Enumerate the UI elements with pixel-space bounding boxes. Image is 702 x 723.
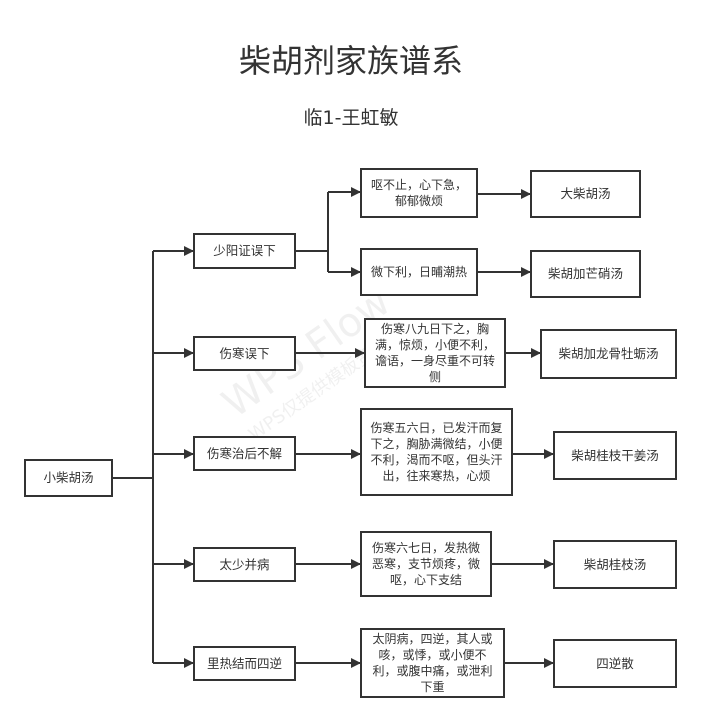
branch-node: 伤寒治后不解 bbox=[193, 436, 296, 471]
formula-node: 柴胡加芒硝汤 bbox=[530, 250, 641, 298]
formula-node: 四逆散 bbox=[553, 639, 677, 688]
branch-node: 太少并病 bbox=[193, 547, 296, 582]
diagram-subtitle: 临1-王虹敏 bbox=[303, 107, 399, 129]
root-node: 小柴胡汤 bbox=[24, 459, 113, 497]
condition-node: 呕不止，心下急，郁郁微烦 bbox=[360, 168, 478, 218]
condition-node: 伤寒八九日下之，胸满，惊烦，小便不利，谵语，一身尽重不可转侧 bbox=[364, 318, 506, 388]
branch-node: 少阳证误下 bbox=[193, 233, 296, 269]
branch-node: 里热结而四逆 bbox=[193, 646, 296, 681]
formula-node: 柴胡桂枝汤 bbox=[553, 540, 677, 589]
diagram-title: 柴胡剂家族谱系 bbox=[238, 42, 463, 80]
formula-node: 大柴胡汤 bbox=[530, 170, 641, 218]
condition-node: 伤寒六七日，发热微恶寒，支节烦疼，微呕，心下支结 bbox=[360, 531, 492, 597]
formula-node: 柴胡加龙骨牡蛎汤 bbox=[540, 329, 677, 379]
branch-node: 伤寒误下 bbox=[193, 336, 296, 371]
condition-node: 伤寒五六日，已发汗而复下之，胸胁满微结，小便不利，渴而不呕，但头汗出，往来寒热，… bbox=[360, 408, 513, 496]
condition-node: 微下利，日晡潮热 bbox=[360, 248, 478, 296]
formula-node: 柴胡桂枝干姜汤 bbox=[553, 431, 677, 480]
condition-node: 太阴病，四逆，其人或咳，或悸，或小便不利，或腹中痛，或泄利下重 bbox=[360, 628, 505, 698]
